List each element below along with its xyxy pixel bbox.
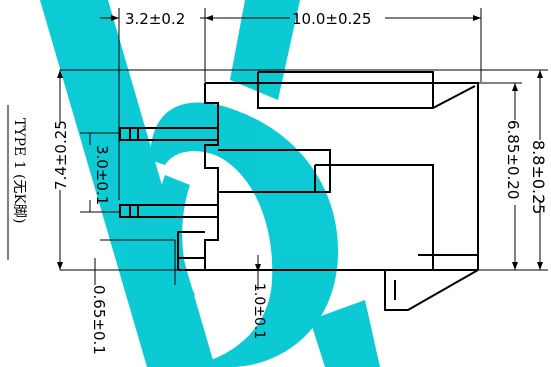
dim-right-outer: 8.8±0.25 bbox=[529, 140, 548, 214]
dim-bottom-left: 0.65±0.1 bbox=[90, 285, 108, 355]
dim-left-pitch: 7.4±0.25 bbox=[52, 120, 70, 190]
dimension-lines bbox=[59, 17, 541, 272]
dim-right-inner: 6.85±0.20 bbox=[504, 120, 522, 199]
type-label: TYPE 1 (无K脚) bbox=[11, 118, 27, 223]
pin-lower bbox=[119, 204, 219, 218]
logo-watermark-icon bbox=[40, 0, 380, 367]
connector-outline bbox=[177, 71, 479, 311]
dim-top-width: 10.0±0.25 bbox=[292, 10, 371, 28]
pins bbox=[119, 127, 219, 218]
dim-top-offset: 3.2±0.2 bbox=[125, 10, 185, 28]
dim-bottom-small: 1.0±0.1 bbox=[251, 283, 267, 339]
pin-upper bbox=[119, 127, 219, 141]
arrowheads bbox=[57, 15, 543, 272]
dim-pin-spacing: 3.0±0.1 bbox=[93, 145, 111, 205]
